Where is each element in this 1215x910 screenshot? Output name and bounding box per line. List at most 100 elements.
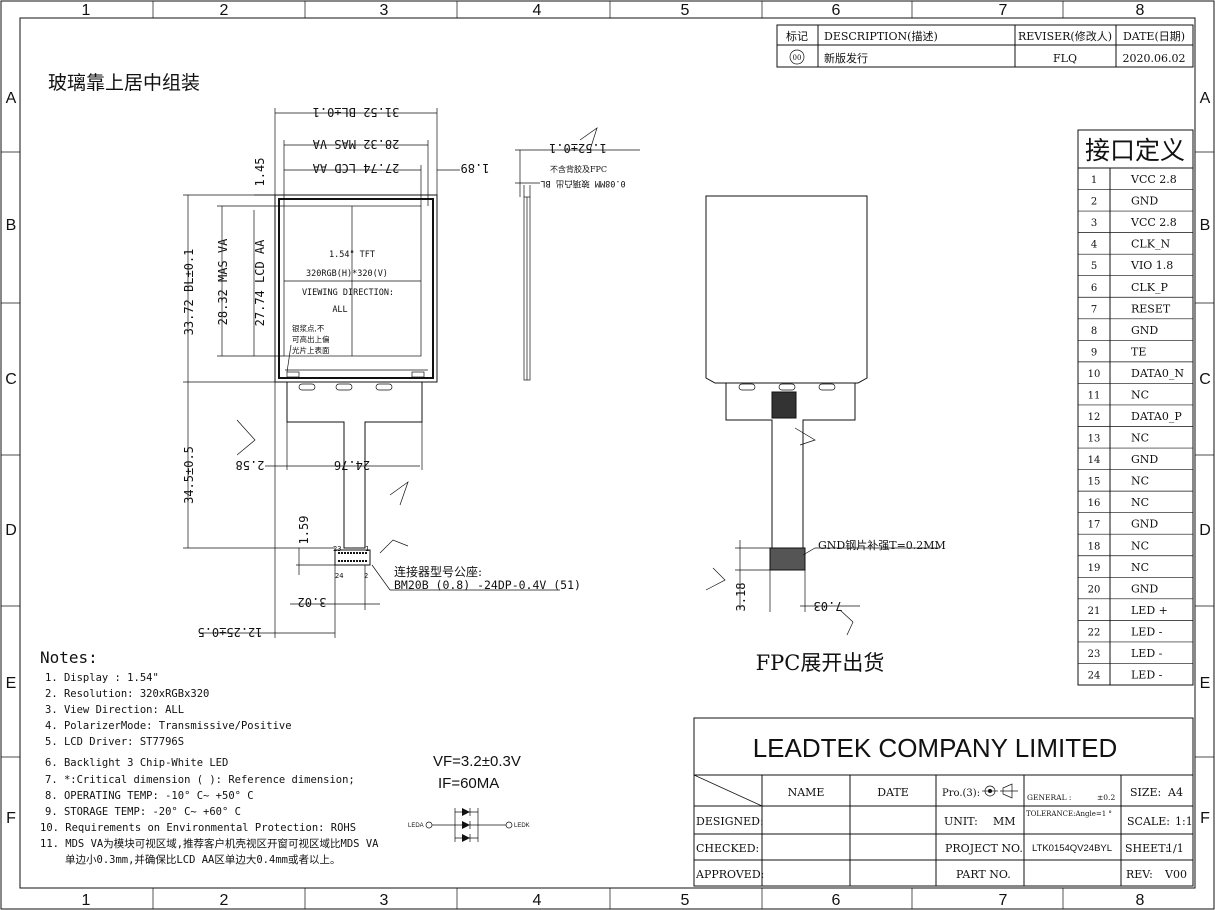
pin-name: NC bbox=[1131, 388, 1149, 401]
pin-number: 21 bbox=[1088, 606, 1101, 617]
pin-number: 23 bbox=[1088, 649, 1101, 660]
pin-name: GND bbox=[1131, 324, 1158, 337]
rev-header-desc: DESCRIPTION(描述) bbox=[824, 29, 938, 43]
general-label: GENERAL : bbox=[1027, 793, 1071, 802]
pin-number: 2 bbox=[1091, 197, 1097, 208]
pin-number: 12 bbox=[1088, 412, 1101, 423]
led-schematic: VF=3.2±0.3V IF=60MA LEDA LEDK bbox=[408, 753, 530, 842]
sheet-label: SHEET: bbox=[1125, 842, 1169, 855]
pin-name: VCC 2.8 bbox=[1130, 173, 1177, 186]
led-vf: VF=3.2±0.3V bbox=[433, 753, 521, 770]
assembly-note: 玻璃靠上居中组装 bbox=[48, 72, 200, 94]
note-8: 8. OPERATING TEMP: -10° C~ +50° C bbox=[45, 790, 254, 802]
row-marker-left: C bbox=[5, 371, 17, 388]
inner-frame bbox=[19, 17, 1196, 889]
dim-aa-width: 27.74 LCD AA bbox=[312, 161, 399, 175]
rev-header-date: DATE(日期) bbox=[1123, 30, 1185, 43]
date-header: DATE bbox=[877, 786, 909, 799]
row-marker-right: D bbox=[1199, 522, 1211, 539]
note-5: 5. LCD Driver: ST7796S bbox=[45, 736, 184, 748]
part-label: PART NO. bbox=[956, 868, 1011, 881]
led-if: IF=60MA bbox=[438, 775, 499, 792]
size-label: SIZE: bbox=[1130, 786, 1161, 799]
pin-name: GND bbox=[1131, 453, 1158, 466]
conn-pin-24: 24 bbox=[335, 572, 343, 580]
col-marker-top: 7 bbox=[999, 2, 1008, 19]
pin-name: GND bbox=[1131, 518, 1158, 531]
front-view: 1.54" TFT 320RGB(H)*320(V) VIEWING DIREC… bbox=[182, 105, 581, 639]
conn-pin-23: 23 bbox=[333, 545, 341, 553]
row-marker-left: B bbox=[6, 217, 17, 234]
pin-number: 24 bbox=[1088, 671, 1101, 682]
interface-title: 接口定义 bbox=[1085, 136, 1185, 165]
fpc-caption: FPC展开出货 bbox=[756, 651, 885, 675]
pin-name: NC bbox=[1131, 475, 1149, 488]
side-note-1: 不含背胶及FPC bbox=[550, 164, 607, 174]
pin-name: GND bbox=[1131, 582, 1158, 595]
col-marker-bottom: 2 bbox=[220, 892, 229, 909]
led-diode-icon bbox=[455, 834, 478, 842]
project-label: PROJECT NO. bbox=[945, 842, 1023, 855]
connector-label: 连接器型号公座: bbox=[394, 564, 482, 579]
pin-number: 7 bbox=[1091, 304, 1097, 315]
pin-number: 16 bbox=[1088, 498, 1101, 509]
stiffener bbox=[769, 547, 806, 571]
project-value: LTK0154QV24BYL bbox=[1032, 843, 1112, 854]
led-diode-icon bbox=[455, 821, 478, 829]
checked-label: CHECKED: bbox=[696, 842, 759, 855]
col-marker-top: 2 bbox=[220, 2, 229, 19]
company-name: LEADTEK COMPANY LIMITED bbox=[753, 733, 1118, 763]
dim-aa-height: 27.74 LCD AA bbox=[253, 239, 267, 326]
rev-label: REV: bbox=[1126, 868, 1153, 881]
col-marker-top: 6 bbox=[832, 2, 841, 19]
note-2: 2. Resolution: 320xRGBx320 bbox=[45, 688, 209, 700]
scale-label: SCALE: bbox=[1127, 815, 1170, 828]
pin-number: 15 bbox=[1088, 477, 1101, 488]
col-marker-bottom: 4 bbox=[533, 892, 542, 909]
fpc-component bbox=[771, 391, 797, 419]
rev-reviser: FLQ bbox=[1053, 52, 1077, 65]
led-diode-icon bbox=[455, 808, 478, 816]
unit-value: MM bbox=[993, 815, 1016, 828]
notes-title: Notes: bbox=[40, 648, 98, 667]
rev-header-mark: 标记 bbox=[786, 29, 808, 43]
dim-total-offset: 12.25±0.5 bbox=[197, 625, 262, 639]
note-1: 1. Display : 1.54" bbox=[45, 672, 159, 684]
dim-va-width: 28.32 MAS VA bbox=[312, 137, 399, 151]
note-6: 6. Backlight 3 Chip-White LED bbox=[45, 757, 228, 769]
notes: Notes: 1. Display : 1.54" 2. Resolution:… bbox=[40, 648, 379, 866]
row-marker-left: D bbox=[5, 522, 17, 539]
stiffener-note: GND钢片补强T=0.2MM bbox=[818, 539, 946, 552]
rev-mark: 00 bbox=[793, 54, 802, 62]
fpc-dim-height: 3.18 bbox=[734, 583, 748, 612]
row-markers: A B C D E F A B C D E F bbox=[1, 90, 1214, 827]
side-view: 1.52±0.1 不含背胶及FPC 0.08MM 玻璃凸出 BL bbox=[515, 127, 640, 381]
row-marker-right: F bbox=[1200, 810, 1210, 827]
rev-description: 新版发行 bbox=[824, 51, 868, 65]
size-value: A4 bbox=[1167, 786, 1183, 799]
col-marker-top: 1 bbox=[82, 2, 91, 19]
revision-table: 标记 DESCRIPTION(描述) REVISER(修改人) DATE(日期)… bbox=[776, 24, 1194, 68]
pin-name: LED - bbox=[1131, 647, 1163, 660]
pin-number: 13 bbox=[1088, 434, 1101, 445]
panel-resolution: 320RGB(H)*320(V) bbox=[306, 269, 388, 279]
dim-bl-height: 33.72 BL±0.1 bbox=[182, 249, 196, 336]
pin-name: GND bbox=[1131, 195, 1158, 208]
name-header: NAME bbox=[788, 786, 825, 799]
pin-number: 11 bbox=[1088, 390, 1101, 401]
dim-bl-width: 31.52 BL±0.1 bbox=[313, 105, 400, 119]
col-marker-top: 5 bbox=[681, 2, 690, 19]
pin-name: CLK_N bbox=[1131, 238, 1170, 251]
fpc-view: GND钢片补强T=0.2MM 3.18 7.03 FPC展开出货 bbox=[705, 195, 946, 675]
projection-label: Pro.(3): bbox=[942, 788, 980, 799]
sheet-value: 1/1 bbox=[1166, 842, 1184, 855]
pin-number: 10 bbox=[1088, 369, 1101, 380]
dim-va-height: 28.32 MAS VA bbox=[216, 238, 230, 325]
row-marker-left: F bbox=[6, 810, 16, 827]
led-anode-label: LEDA bbox=[408, 823, 424, 829]
dim-conn-height: 1.59 bbox=[297, 516, 311, 545]
pin-number: 17 bbox=[1088, 520, 1101, 531]
led-cathode-label: LEDK bbox=[514, 823, 530, 829]
